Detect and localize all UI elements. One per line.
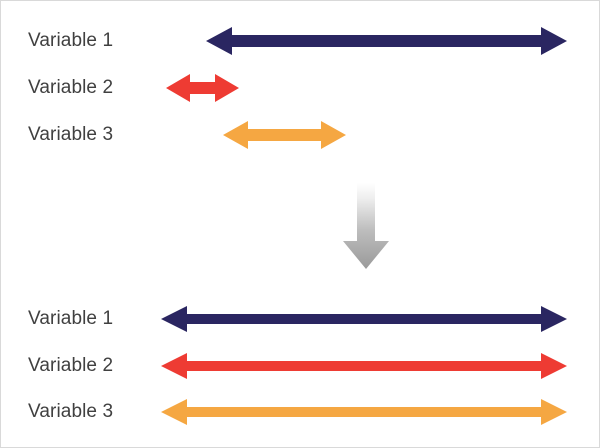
arrow-before-1 [206,18,567,64]
panel-before-alignment: Variable 1 Variable 2 Variable 3 [1,1,599,176]
arrow-after-2 [161,343,567,389]
row-before-1: Variable 1 [1,18,599,64]
arrow-before-2 [166,65,239,111]
double-headed-arrow-icon [161,306,567,332]
row-label-before-3: Variable 3 [28,124,114,145]
down-arrow-icon [343,183,389,269]
row-label-after-3: Variable 3 [28,401,114,422]
double-headed-arrow-icon [223,121,346,149]
row-after-2: Variable 2 [1,343,599,389]
row-label-after-2: Variable 2 [28,355,114,376]
row-label-before-2: Variable 2 [28,77,114,98]
arrow-before-3 [223,112,346,158]
row-after-1: Variable 1 [1,296,599,342]
panel-after-alignment: Variable 1 Variable 2 Variable 3 [1,289,599,447]
double-headed-arrow-icon [206,27,567,55]
arrow-after-3 [161,389,567,435]
arrow-after-1 [161,296,567,342]
double-headed-arrow-icon [161,353,567,379]
row-before-2: Variable 2 [1,65,599,111]
row-label-after-1: Variable 1 [28,308,114,329]
row-before-3: Variable 3 [1,112,599,158]
row-after-3: Variable 3 [1,389,599,435]
double-headed-arrow-icon [161,399,567,425]
transition-arrow [341,183,391,269]
double-headed-arrow-icon [166,74,239,102]
row-label-before-1: Variable 1 [28,30,114,51]
